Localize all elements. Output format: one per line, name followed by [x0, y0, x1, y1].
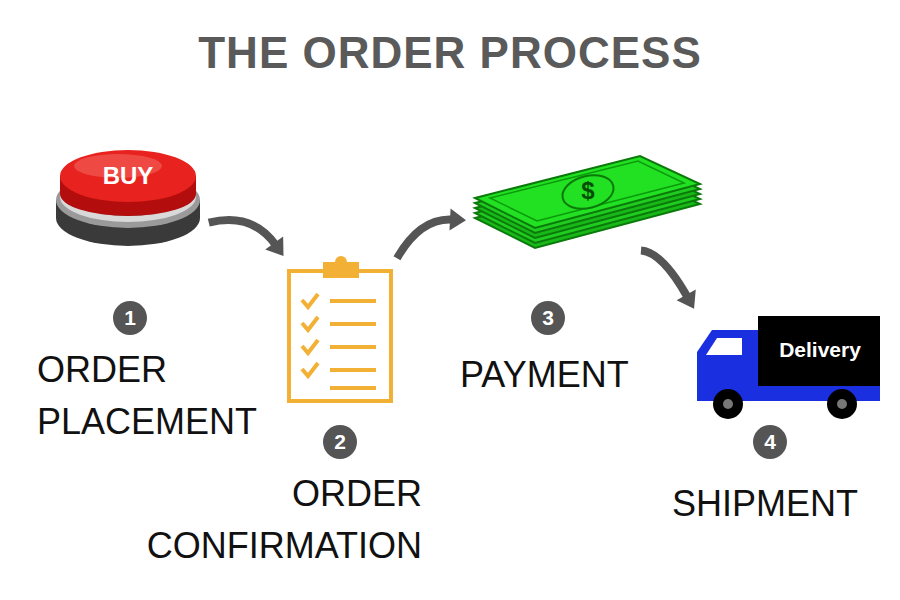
buy-button-icon — [56, 150, 200, 246]
arrow-head — [265, 237, 283, 256]
flow-arrow — [397, 209, 466, 259]
process-step: Delivery4SHIPMENT — [697, 314, 880, 420]
currency-symbol: $ — [568, 176, 608, 206]
callout-number: 4 — [753, 425, 787, 459]
diagram-title: THE ORDER PROCESS — [0, 28, 900, 78]
button-label: BUY — [60, 161, 196, 191]
arrow-head — [677, 289, 696, 308]
callout-number: 1 — [113, 301, 147, 335]
delivery-truck-icon — [697, 316, 880, 419]
flow-arrow — [641, 251, 696, 309]
clipboard-icon — [289, 256, 391, 401]
callout-number: 3 — [531, 301, 565, 335]
money-stack-icon — [475, 156, 700, 248]
step-label: ORDER PLACEMENT — [37, 344, 287, 448]
arrow-shaft — [641, 251, 687, 297]
process-step: 2ORDER CONFIRMATION — [287, 258, 393, 403]
callout-number: 2 — [323, 425, 357, 459]
step-label: ORDER CONFIRMATION — [82, 468, 422, 572]
arrow-head — [449, 209, 466, 231]
arrow-shaft — [209, 220, 276, 245]
truck-label: Delivery — [760, 336, 880, 364]
step-label: PAYMENT — [460, 349, 690, 401]
arrow-shaft — [397, 220, 452, 259]
step-label: SHIPMENT — [672, 478, 894, 530]
process-step: $3PAYMENT — [472, 152, 702, 250]
flow-arrow — [209, 220, 284, 256]
process-step: BUY1ORDER PLACEMENT — [55, 145, 201, 247]
